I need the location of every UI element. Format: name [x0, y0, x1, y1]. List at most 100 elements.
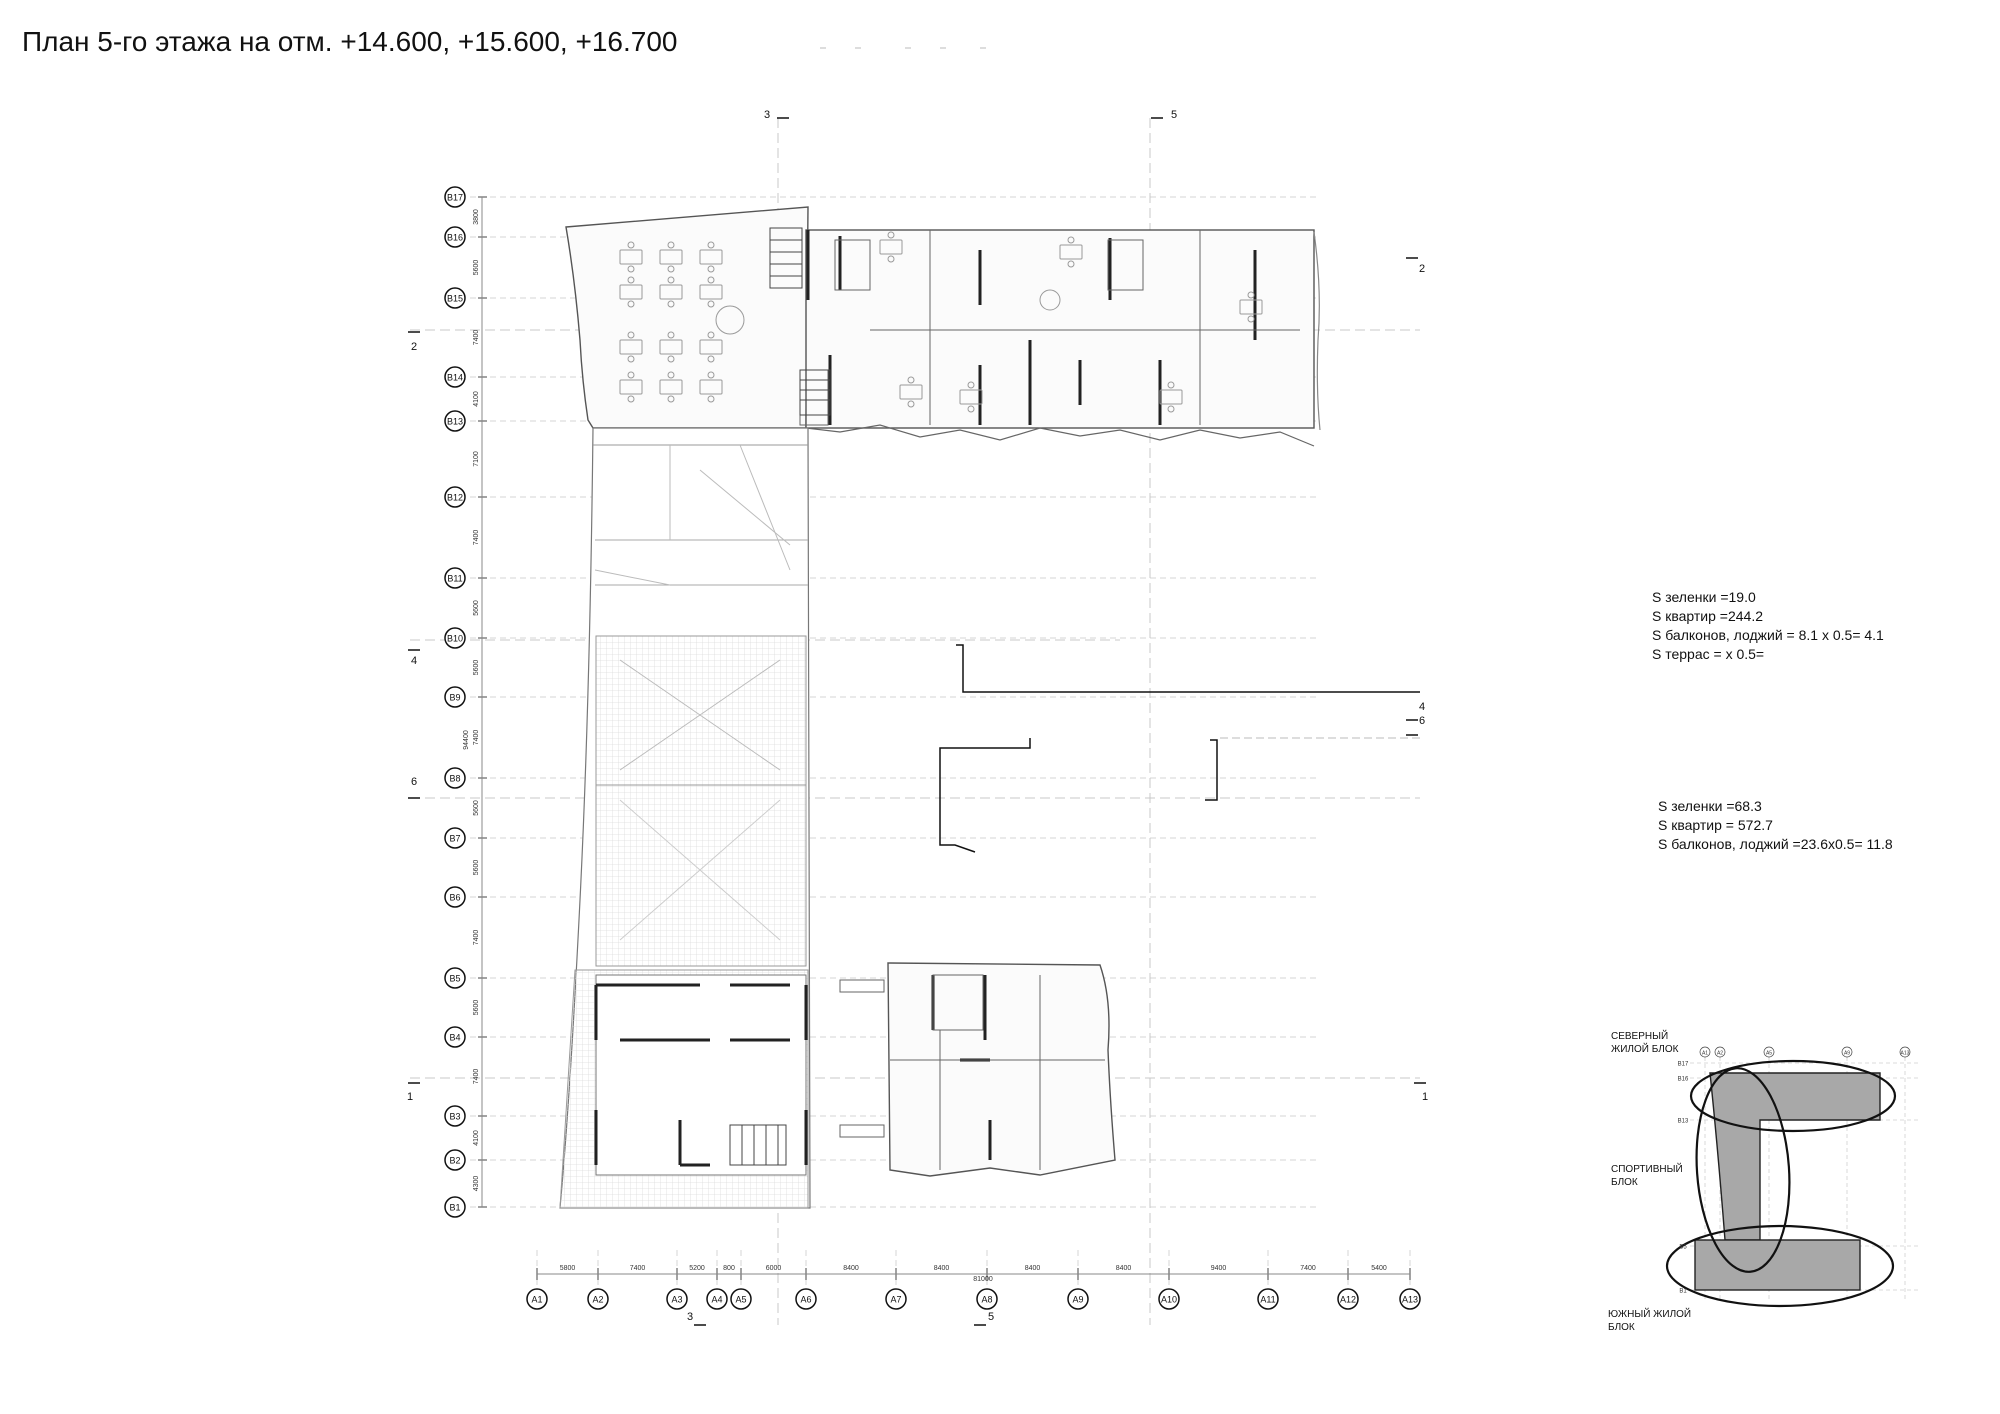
column-axis-bubble: [666, 1288, 688, 1310]
column-dimension: 5400: [1371, 1265, 1387, 1272]
key-label-sport: СПОРТИВНЫЙ БЛОК: [1611, 1163, 1683, 1189]
row-dimension: 7400: [473, 730, 480, 746]
section-mark-label: 3: [764, 109, 770, 121]
column-axis-bubble: [587, 1288, 609, 1310]
key-column-label: А5: [1766, 1051, 1772, 1057]
info-line: S зеленки =68.3: [1658, 798, 1762, 814]
key-label-north: СЕВЕРНЫЙ ЖИЛОЙ БЛОК: [1611, 1030, 1678, 1056]
key-label-line: БЛОК: [1608, 1322, 1635, 1333]
row-dimension: 5600: [473, 860, 480, 876]
row-total-dimension: 94400: [463, 730, 470, 750]
key-row-label: В1: [1679, 1289, 1687, 1295]
column-axis-label: А7: [890, 1295, 901, 1305]
area-summary-north: S зеленки =19.0 S квартир =244.2 S балко…: [1652, 588, 1884, 664]
row-axis-bubble: [444, 410, 466, 432]
column-axis-label: А1: [531, 1295, 542, 1305]
row-axis-bubble: [444, 767, 466, 789]
row-axis-label: В11: [447, 574, 462, 584]
column-dimension: 8400: [843, 1265, 859, 1272]
column-axis-bubble: [795, 1288, 817, 1310]
row-axis-label: В7: [449, 834, 460, 844]
row-axis-bubble: [444, 827, 466, 849]
column-axis-bubble: [706, 1288, 728, 1310]
key-column-bubble: [1699, 1046, 1711, 1058]
row-axis-bubble: [444, 967, 466, 989]
section-mark-label: 6: [1419, 715, 1425, 727]
key-row-label: В17: [1678, 1062, 1689, 1068]
row-axis-label: В9: [449, 693, 460, 703]
column-axis-label: А5: [735, 1295, 746, 1305]
section-mark-label: 2: [411, 341, 417, 353]
row-dimension: 7400: [473, 530, 480, 546]
key-column-label: А1: [1702, 1051, 1708, 1057]
column-axis-bubble: [885, 1288, 907, 1310]
key-column-label: А9: [1844, 1051, 1850, 1057]
key-row-label: В13: [1678, 1119, 1689, 1125]
column-axis-label: А3: [671, 1295, 682, 1305]
row-axis-bubble: [444, 1149, 466, 1171]
row-dimension: 5600: [473, 260, 480, 276]
column-dimension: 6000: [766, 1265, 782, 1272]
key-row-label: В16: [1678, 1077, 1689, 1083]
sports-block: [559, 427, 811, 1209]
south-wing: [839, 962, 1116, 1177]
info-line: S квартир =244.2: [1652, 608, 1764, 624]
column-axis-label: А2: [592, 1295, 603, 1305]
row-axis-bubble: [444, 886, 466, 908]
row-dimension: 7400: [473, 330, 480, 346]
row-axis-label: В12: [447, 493, 463, 503]
page-title: План 5-го этажа на отм. +14.600, +15.600…: [22, 26, 678, 57]
column-axis-bubble: [1257, 1288, 1279, 1310]
column-axis-label: А11: [1260, 1295, 1275, 1305]
key-column-bubble: [1899, 1046, 1911, 1058]
section-mark-label: 1: [1422, 1091, 1428, 1103]
row-axis-label: В8: [449, 774, 460, 784]
row-axis-bubble: [444, 1105, 466, 1127]
row-axis-markers: В17В16В15В14В13В12В11В10В9В8В7В6В5В4В3В2…: [444, 186, 487, 1218]
info-line: S террас = x 0.5=: [1652, 646, 1765, 662]
column-dimension: 8400: [934, 1265, 950, 1272]
column-axis-label: А4: [711, 1295, 722, 1305]
row-axis-label: В2: [449, 1156, 460, 1166]
row-dimension: 5600: [473, 660, 480, 676]
section-mark-label: 5: [988, 1311, 994, 1323]
row-dimension: 4100: [473, 391, 480, 407]
info-line: S квартир = 572.7: [1658, 817, 1773, 833]
row-axis-label: В15: [447, 294, 463, 304]
row-axis-bubble: [444, 1196, 466, 1218]
north-wing: [565, 206, 1321, 1126]
section-mark-label: 4: [1419, 701, 1425, 713]
info-line: S зеленки =19.0: [1652, 589, 1756, 605]
row-axis-label: В5: [449, 974, 460, 984]
column-dimension: 7400: [1300, 1265, 1316, 1272]
row-axis-label: В13: [447, 417, 463, 427]
row-dimension: 5600: [473, 800, 480, 816]
key-column-bubble: [1714, 1046, 1726, 1058]
row-axis-bubble: [444, 486, 466, 508]
column-axis-label: А9: [1072, 1295, 1083, 1305]
column-dimension: 8400: [1116, 1265, 1132, 1272]
key-label-line: СЕВЕРНЫЙ: [1611, 1031, 1669, 1042]
column-axis-bubble: [976, 1288, 998, 1310]
section-mark-label: 3: [687, 1311, 693, 1323]
column-axis-bubble: [526, 1288, 548, 1310]
row-axis-label: В16: [447, 233, 463, 243]
row-dimension: 5600: [473, 1000, 480, 1016]
column-dimension: 5800: [560, 1265, 576, 1272]
column-axis-bubble: [730, 1288, 752, 1310]
row-axis-label: В6: [449, 893, 460, 903]
column-dimension: 9400: [1211, 1265, 1227, 1272]
row-dimension: 4100: [473, 1130, 480, 1146]
column-axis-bubble: [1337, 1288, 1359, 1310]
section-mark-label: 5: [1171, 109, 1177, 121]
section-mark-label: 1: [407, 1091, 413, 1103]
area-summary-south: S зеленки =68.3 S квартир = 572.7 S балк…: [1658, 797, 1893, 854]
info-line: S балконов, лоджий = 8.1 x 0.5= 4.1: [1652, 627, 1884, 643]
section-mark-label: 2: [1419, 263, 1425, 275]
column-dimension: 5200: [689, 1265, 705, 1272]
row-dimension: 5600: [473, 600, 480, 616]
row-axis-label: В4: [449, 1033, 460, 1043]
